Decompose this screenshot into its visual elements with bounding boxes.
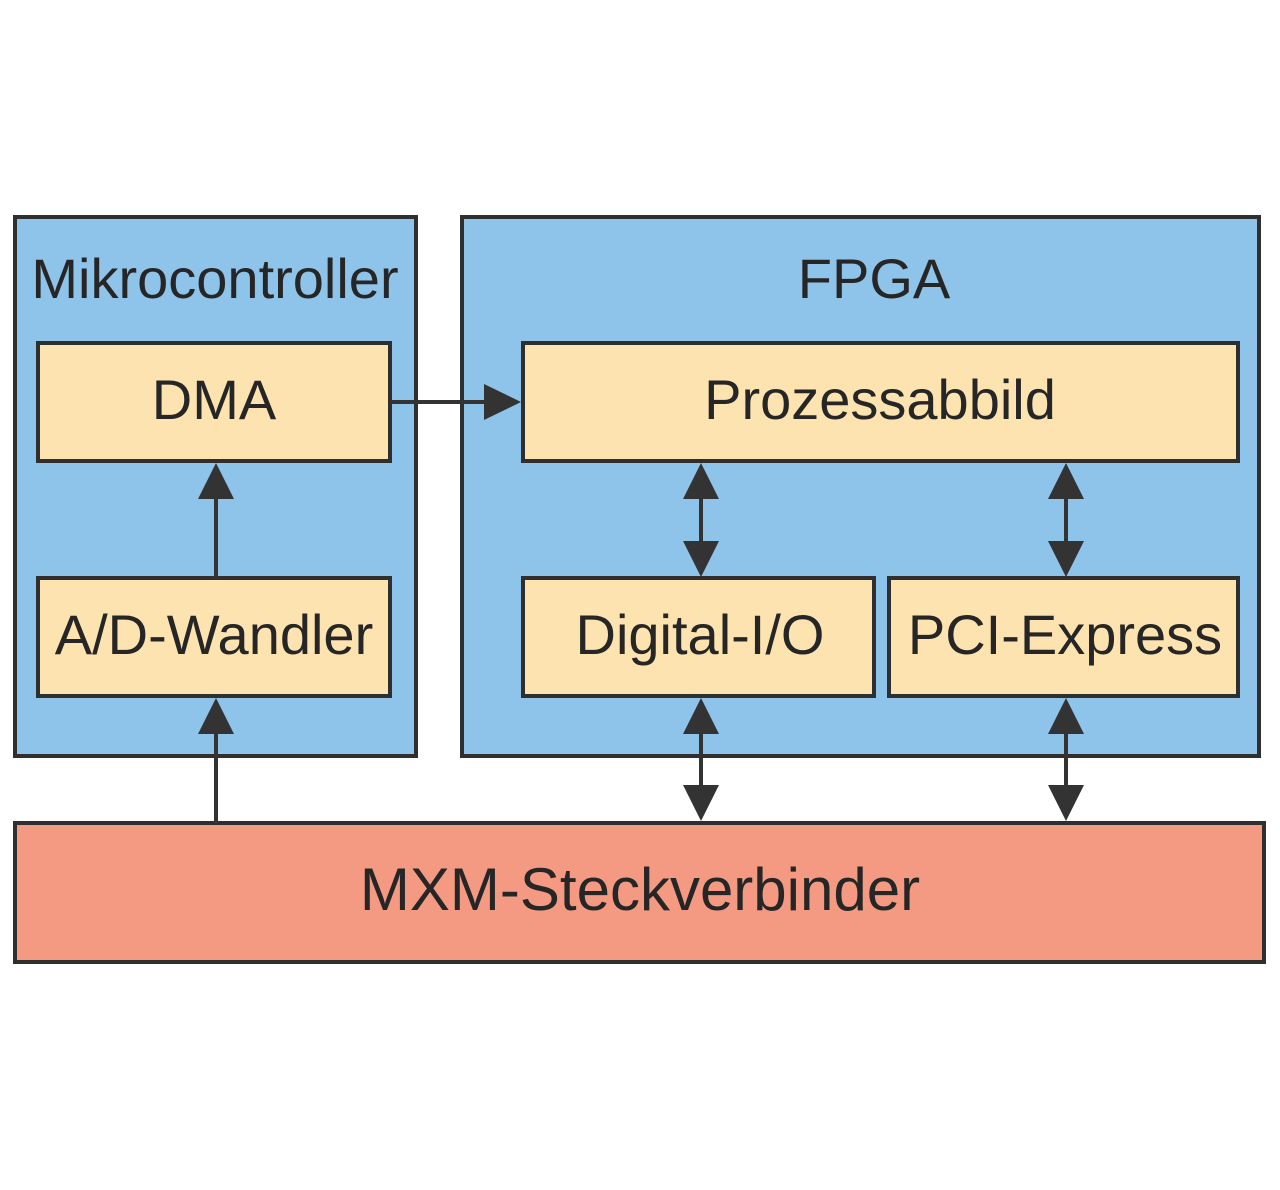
mxm-steckverbinder-box: [13, 821, 1266, 964]
mikrocontroller-title: Mikrocontroller: [31, 247, 398, 310]
pci-express-label: PCI-Express: [908, 603, 1222, 666]
arrow-ad-to-dma: [198, 463, 234, 578]
arrows: [198, 384, 1084, 823]
dma-label: DMA: [152, 368, 277, 431]
arrow-dma-to-prozessabbild: [390, 384, 521, 420]
digital-io-label: Digital-I/O: [576, 603, 825, 666]
prozessabbild-label: Prozessabbild: [704, 368, 1056, 431]
digital-io-box: [521, 576, 876, 698]
mxm-steckverbinder-label: MXM-Steckverbinder: [360, 856, 920, 923]
ad-wandler-box: [36, 576, 392, 698]
arrow-prozessabbild-digital-io: [683, 463, 719, 577]
arrow-prozessabbild-pci-express: [1048, 463, 1084, 577]
arrow-digital-io-mxm: [683, 698, 719, 821]
pci-express-box: [887, 576, 1240, 698]
arrow-pci-express-mxm: [1048, 698, 1084, 821]
prozessabbild-box: [521, 341, 1240, 463]
fpga-group: FPGA Prozessabbild Digital-I/O PCI-Expre…: [460, 215, 1261, 758]
fpga-title: FPGA: [798, 247, 951, 310]
dma-box: [36, 341, 392, 463]
arrow-mxm-to-ad: [198, 698, 234, 823]
connector-group: MXM-Steckverbinder: [13, 821, 1266, 964]
ad-wandler-label: A/D-Wandler: [55, 603, 373, 666]
mikrocontroller-group: Mikrocontroller DMA A/D-Wandler: [13, 215, 418, 758]
